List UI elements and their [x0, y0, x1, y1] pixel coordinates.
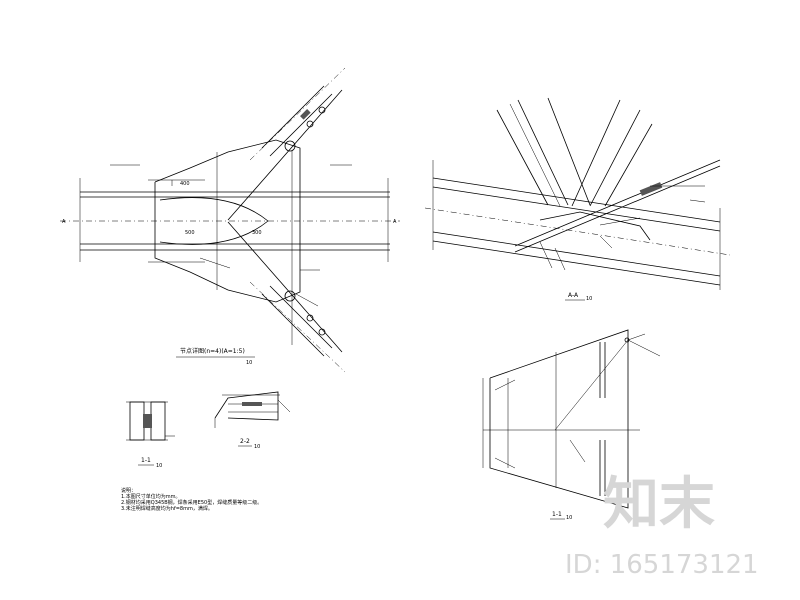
watermark-id: ID: 165173121 — [565, 550, 759, 580]
dim-mid: 500 — [185, 230, 195, 236]
main-elevation-caption: 节点详图(n=4)(A=1:5) — [180, 347, 245, 355]
section-11-small-scale: 10 — [156, 463, 162, 469]
section-22-caption: 2-2 — [240, 438, 250, 445]
notes-header: 说明： — [121, 487, 136, 494]
section-aa-scale: 10 — [586, 296, 592, 302]
watermark-logo: 知末 — [603, 472, 715, 537]
section-mark-right: A — [393, 219, 397, 225]
section-mark-left: A — [62, 219, 66, 225]
section-22-scale: 10 — [254, 444, 260, 450]
main-elevation-scale: 10 — [246, 360, 252, 366]
section-11-small-caption: 1-1 — [141, 457, 151, 464]
section-aa-view: A-A 10 — [424, 97, 731, 302]
section-11-scale: 10 — [566, 515, 572, 521]
section-11-small-view: 1-1 10 — [126, 401, 175, 469]
notes-line-3: 3.未注明焊缝高度均为hf=8mm，满焊。 — [121, 505, 213, 512]
section-11-view: 1-1 10 — [482, 329, 661, 521]
general-notes: 说明： 1.本图尺寸单位均为mm。 2.钢材均采用Q345B钢，焊条采用E50型… — [121, 487, 262, 512]
section-aa-caption: A-A — [568, 292, 579, 299]
main-elevation-view: A A 400 500 300 节点详图(n=4)(A=1:5) 10 — [60, 67, 400, 373]
dim-right: 300 — [252, 230, 262, 236]
notes-line-1: 1.本图尺寸单位均为mm。 — [121, 493, 181, 500]
watermark: 知末 ID: 165173121 — [565, 472, 759, 580]
section-22-view: 2-2 10 — [214, 391, 291, 450]
section-11-caption: 1-1 — [552, 511, 562, 518]
notes-line-2: 2.钢材均采用Q345B钢，焊条采用E50型，焊缝质量等级二级。 — [121, 499, 262, 506]
dim-top: 400 — [180, 181, 190, 187]
